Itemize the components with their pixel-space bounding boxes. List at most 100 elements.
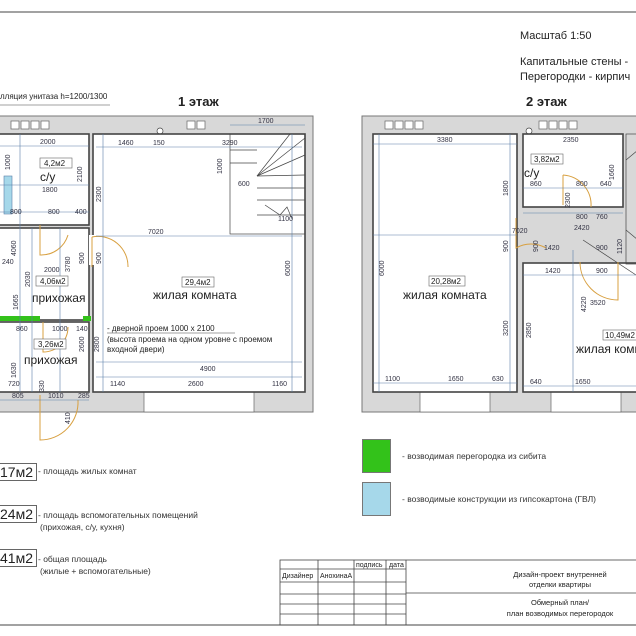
area-living-value: 17м2 xyxy=(0,463,37,481)
room-area: 3,82м2 xyxy=(534,155,560,164)
floor2-bathroom xyxy=(522,133,624,208)
partitions-note: Перегородки - кирпич xyxy=(520,71,631,83)
svg-text:860: 860 xyxy=(16,326,28,333)
svg-text:2850: 2850 xyxy=(526,322,533,338)
floor2-living-room-2 xyxy=(522,262,636,393)
room-area: 4,2м2 xyxy=(44,159,66,168)
svg-text:800: 800 xyxy=(10,209,22,216)
svg-text:760: 760 xyxy=(596,214,608,221)
svg-text:900: 900 xyxy=(596,245,608,252)
room-area: 3,26м2 xyxy=(38,340,64,349)
floor1-title: 1 этаж xyxy=(178,94,219,109)
svg-text:285: 285 xyxy=(78,393,90,400)
svg-text:900: 900 xyxy=(503,240,510,252)
svg-text:1800: 1800 xyxy=(503,180,510,196)
area-auxiliary-sub: (прихожая, с/у, кухня) xyxy=(40,522,125,532)
legend-swatch-gvl xyxy=(362,482,391,516)
floor1-bathroom xyxy=(0,133,90,226)
area-total-label: - общая площадь xyxy=(38,554,107,564)
scale-label: Масштаб 1:50 xyxy=(520,30,592,42)
door-swing xyxy=(39,225,69,256)
svg-text:3200: 3200 xyxy=(503,320,510,336)
svg-text:1650: 1650 xyxy=(575,379,591,386)
svg-text:1800: 1800 xyxy=(42,187,58,194)
room-name: прихожая xyxy=(24,353,77,367)
svg-text:3520: 3520 xyxy=(590,300,606,307)
svg-text:4900: 4900 xyxy=(200,366,216,373)
svg-text:1000: 1000 xyxy=(217,158,224,174)
svg-text:1000: 1000 xyxy=(52,326,68,333)
stamp-sign-header: подпись xyxy=(356,562,383,569)
svg-text:6000: 6000 xyxy=(379,260,386,276)
svg-text:3290: 3290 xyxy=(222,140,238,147)
windows xyxy=(384,120,622,413)
svg-text:2000: 2000 xyxy=(44,267,60,274)
toilet-installation-note: лляция унитаза h=1200/1300 xyxy=(0,92,108,101)
walls-note: Капитальные стены - xyxy=(520,56,629,68)
svg-text:800: 800 xyxy=(576,181,588,188)
svg-text:1630: 1630 xyxy=(11,362,18,378)
svg-text:240: 240 xyxy=(2,259,14,266)
svg-text:720: 720 xyxy=(8,381,20,388)
svg-text:4060: 4060 xyxy=(11,240,18,256)
svg-text:1100: 1100 xyxy=(278,216,293,223)
svg-text:900: 900 xyxy=(79,252,86,264)
svg-text:4220: 4220 xyxy=(581,296,588,312)
svg-text:410: 410 xyxy=(65,412,72,424)
area-living-label: - площадь жилых комнат xyxy=(38,466,137,476)
sibit-partition xyxy=(83,316,91,321)
svg-text:800: 800 xyxy=(48,209,60,216)
area-total-sub: (жилые + вспомогательные) xyxy=(40,566,151,576)
svg-text:330: 330 xyxy=(39,380,46,392)
area-auxiliary-label: - площадь вспомогательных помещений xyxy=(38,510,198,520)
svg-text:2600: 2600 xyxy=(188,381,204,388)
svg-text:860: 860 xyxy=(530,181,542,188)
svg-text:2420: 2420 xyxy=(574,225,590,232)
svg-text:1650: 1650 xyxy=(448,376,464,383)
svg-text:805: 805 xyxy=(12,393,24,400)
svg-text:1100: 1100 xyxy=(385,376,400,383)
svg-text:400: 400 xyxy=(75,209,87,216)
svg-text:1000: 1000 xyxy=(5,154,12,170)
room-name: с/у xyxy=(524,166,539,180)
stamp-date-header: дата xyxy=(389,562,404,569)
svg-text:6000: 6000 xyxy=(285,260,292,276)
door-swing xyxy=(91,235,129,268)
room-name: жилая комната xyxy=(576,342,636,356)
svg-text:1140: 1140 xyxy=(110,381,125,388)
svg-text:2030: 2030 xyxy=(25,271,32,287)
legend-label-gvl: - возводимые конструкции из гипсокартона… xyxy=(402,494,596,504)
svg-text:1160: 1160 xyxy=(272,381,287,388)
svg-text:2600: 2600 xyxy=(79,336,86,352)
svg-text:2100: 2100 xyxy=(77,166,84,182)
area-auxiliary-value: 24м2 xyxy=(0,505,37,523)
room-name: жилая комната xyxy=(403,288,487,302)
door-note: входной двери) xyxy=(107,345,165,354)
svg-text:900: 900 xyxy=(96,252,103,264)
stairs xyxy=(229,133,306,235)
svg-text:1660: 1660 xyxy=(609,164,616,180)
svg-text:1010: 1010 xyxy=(48,393,64,400)
stamp-sheet-line2: план возводимых перегородок xyxy=(507,609,614,618)
svg-text:2350: 2350 xyxy=(563,137,579,144)
stamp-role: Дизайнер xyxy=(282,572,313,580)
door-swing xyxy=(579,261,619,301)
svg-text:600: 600 xyxy=(238,181,250,188)
area-total-value: 41м2 xyxy=(0,549,37,567)
gvl-construction xyxy=(3,175,13,215)
stamp-sheet-line1: Обмерный план/ xyxy=(531,598,590,607)
room-area: 4,06м2 xyxy=(40,277,66,286)
door-note: - дверной проем 1000 х 2100 xyxy=(107,324,215,333)
svg-text:7020: 7020 xyxy=(148,229,164,236)
svg-text:900: 900 xyxy=(533,240,540,252)
stamp-project-line2: отделки квартиры xyxy=(529,580,591,589)
entrance-door-swing xyxy=(39,395,79,441)
svg-text:140: 140 xyxy=(76,326,88,333)
room-area: 20,28м2 xyxy=(431,277,462,286)
svg-text:1665: 1665 xyxy=(13,294,20,310)
legend-swatch-sibit xyxy=(362,439,391,473)
stairs xyxy=(582,133,636,276)
svg-text:900: 900 xyxy=(596,268,608,275)
